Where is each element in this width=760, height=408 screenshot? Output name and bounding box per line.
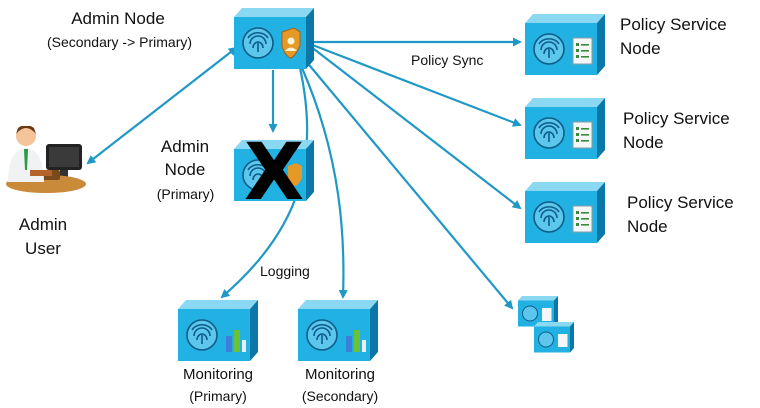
monitoring-node-secondary[interactable]: [298, 300, 378, 362]
monitoring-primary-title: Monitoring: [182, 366, 254, 383]
edge-admin-to-extra-nodes: [304, 59, 514, 310]
admin-node-title: Admin Node: [71, 9, 165, 28]
admin-node-secondary[interactable]: [234, 8, 314, 70]
admin-shield-icon: [288, 163, 302, 186]
psn-3-line1: Policy Service: [627, 193, 734, 212]
monitoring-secondary-title: Monitoring: [304, 366, 376, 383]
psn-3-line2: Node: [627, 217, 668, 236]
monitoring-secondary-subtitle: (Secondary): [301, 388, 379, 404]
edge-admin-to-user: [86, 46, 238, 165]
policy-document-icon: [572, 205, 593, 233]
policy-service-node-3[interactable]: [525, 182, 605, 244]
fingerprint-icon: [306, 319, 338, 351]
fingerprint-icon: [186, 319, 218, 351]
psn-1-line1: Policy Service: [620, 15, 727, 34]
fingerprint-icon: [242, 27, 274, 59]
policy-document-icon: [572, 121, 593, 149]
fingerprint-icon: [242, 159, 274, 191]
policy-service-node-2[interactable]: [525, 98, 605, 160]
edge-logging-to-monitoring-secondary: [300, 67, 348, 299]
admin-user-line1: Admin: [18, 215, 68, 234]
policy-service-node-small-1[interactable]: [518, 296, 558, 327]
psn-2-line2: Node: [623, 133, 664, 152]
admin-user-line2: User: [25, 239, 61, 258]
policy-document-icon: [558, 334, 568, 347]
admin-node-subtitle: (Secondary -> Primary): [46, 34, 193, 50]
admin-user-icon: [6, 126, 86, 193]
admin-node-primary[interactable]: [234, 140, 314, 202]
admin-primary-line1: Admin: [160, 137, 210, 156]
policy-document-icon: [572, 37, 593, 65]
edge-admin-to-psn-3: [309, 45, 522, 210]
failed-x-mark: X: [244, 128, 305, 218]
edge-admin-to-psn-2: [309, 42, 522, 127]
policy-document-icon: [542, 308, 552, 321]
monitoring-primary-subtitle: (Primary): [189, 388, 247, 404]
fingerprint-icon: [533, 117, 565, 149]
logging-label: Logging: [260, 263, 310, 279]
monitoring-node-primary[interactable]: [178, 300, 258, 362]
admin-primary-line2: Node: [164, 160, 206, 179]
admin-primary-subtitle: (Primary): [156, 186, 215, 202]
psn-2-line1: Policy Service: [623, 109, 730, 128]
fingerprint-icon: [533, 33, 565, 65]
fingerprint-icon: [533, 201, 565, 233]
admin-shield-icon: [281, 27, 301, 59]
bar-chart-icon: [226, 330, 246, 352]
psn-1-line2: Node: [620, 39, 661, 58]
policy-service-node-1[interactable]: [525, 14, 605, 76]
fingerprint-icon: [538, 331, 554, 348]
policy-sync-label: Policy Sync: [411, 52, 484, 68]
policy-service-node-small-2[interactable]: [534, 322, 574, 353]
fingerprint-icon: [522, 305, 538, 322]
bar-chart-icon: [346, 330, 366, 352]
